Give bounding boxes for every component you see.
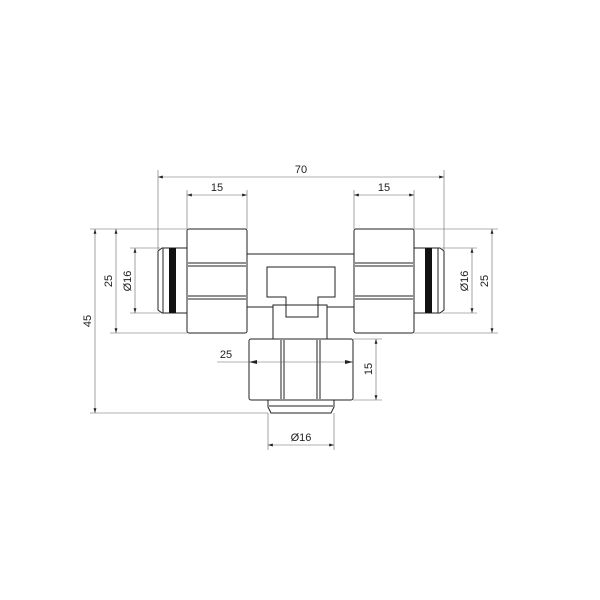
left-socket [157, 247, 188, 314]
left-nut [186, 228, 248, 334]
bottom-socket [267, 399, 335, 414]
dimension-labels: 70 15 15 25 Ø16 Ø16 25 45 25 15 Ø16 [82, 164, 491, 444]
dim-overall-width: 70 [295, 164, 307, 176]
dim-bottom-diameter: Ø16 [291, 432, 312, 444]
bottom-nut [248, 338, 354, 401]
dim-overall-height: 45 [82, 315, 94, 327]
dim-left-diameter: Ø16 [122, 271, 134, 292]
dim-right-height: 25 [479, 275, 491, 287]
fitting-body [246, 253, 355, 340]
right-nut [353, 228, 415, 334]
dim-right-diameter: Ø16 [459, 271, 471, 292]
dim-left-nut-width: 15 [211, 182, 223, 194]
dim-bottom-nut-height: 15 [363, 363, 375, 375]
dim-left-height: 25 [103, 275, 115, 287]
dimension-lines [90, 170, 498, 450]
dim-right-nut-width: 15 [378, 182, 390, 194]
dim-bottom-nut-width: 25 [220, 349, 232, 361]
right-socket [413, 247, 445, 314]
